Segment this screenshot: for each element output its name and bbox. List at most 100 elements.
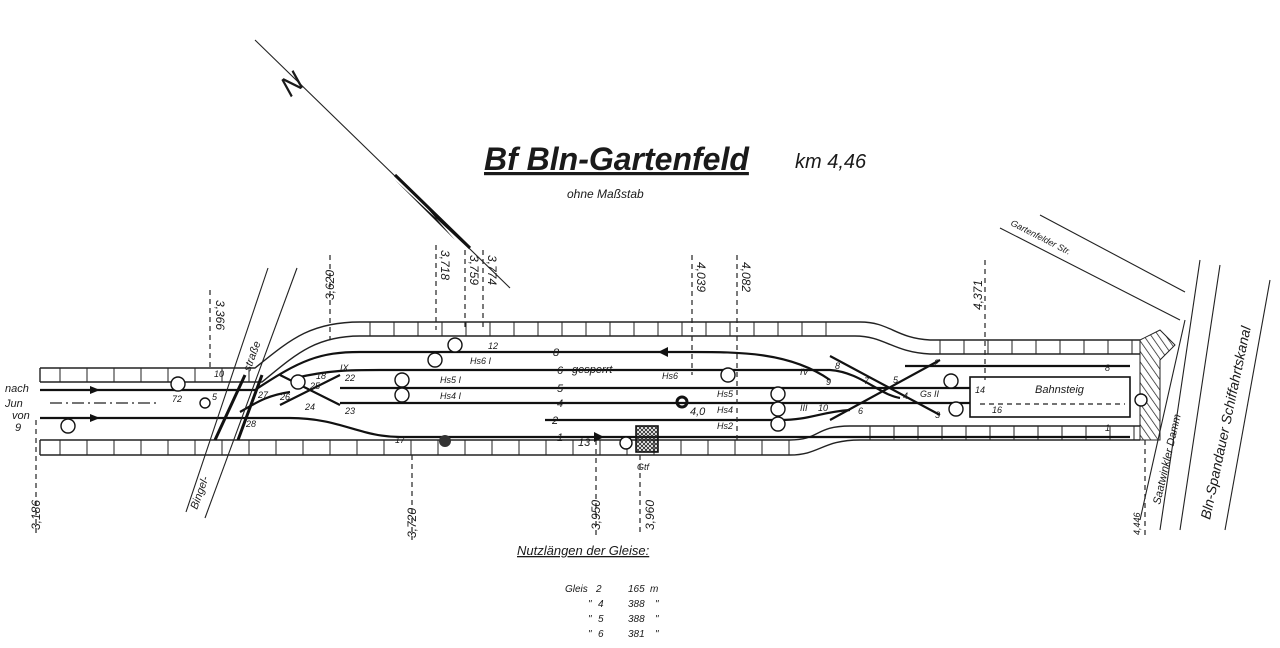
signal-icon: [1134, 393, 1148, 407]
km-3960: 3,960: [643, 500, 657, 530]
track-1: 1: [557, 432, 563, 444]
label-ix: IX: [340, 363, 350, 373]
label-22: 22: [344, 373, 355, 383]
label-nach: nach: [5, 383, 29, 395]
signal-icon: [447, 337, 463, 353]
marker-icon: [675, 395, 689, 409]
legend-track: 5: [598, 614, 604, 625]
legend-length: 165: [628, 584, 645, 595]
subtitle: ohne Maßstab: [567, 187, 644, 201]
label-jun: Jun: [4, 398, 23, 410]
label-28: 28: [245, 419, 256, 429]
page-title: Bf Bln-Gartenfeld: [484, 141, 750, 177]
label-26: 26: [279, 392, 290, 402]
km-3774: 3,774: [485, 255, 499, 285]
legend-prefix: ": [588, 614, 592, 625]
signal-icon: [770, 401, 786, 417]
label-hs4i: Hs4 I: [440, 391, 462, 401]
right-end: Bahnsteig Gartenfelder Str. Saatwinkler …: [969, 214, 1271, 531]
arrow-right-icon: [90, 414, 100, 422]
label-r9: 9: [826, 377, 831, 387]
km-4446: 4,446: [1132, 512, 1142, 535]
label-5: 5: [212, 392, 218, 402]
signal-icon: [60, 418, 76, 434]
canal-label: Bln-Spandauer Schiffahrtskanal: [1197, 324, 1254, 521]
legend-title: Nutzlängen der Gleise:: [517, 543, 650, 558]
label-r2: 2: [933, 358, 939, 368]
signal-icon: [943, 373, 959, 389]
label-r14: 14: [975, 385, 985, 395]
km-3718: 3,718: [438, 250, 452, 280]
track-gesperrt: gesperrt: [572, 364, 613, 376]
label-r8b: 8: [1105, 363, 1110, 373]
arrow-right-icon: [594, 432, 604, 442]
signal-icon: [394, 387, 410, 403]
signal-icon: [770, 386, 786, 402]
signals: [60, 337, 1148, 453]
arrow-left-icon: [658, 347, 668, 357]
label-72: 72: [172, 394, 182, 404]
signal-icon: [427, 352, 443, 368]
legend-track: 6: [598, 629, 604, 640]
signal-icon: [619, 436, 633, 450]
label-r6: 6: [858, 406, 863, 416]
label-r4: 4: [903, 391, 908, 401]
label-10: 10: [214, 369, 224, 379]
km-3366: 3,366: [213, 300, 227, 330]
label-hs6: Hs6: [662, 371, 678, 381]
label-4-0: 4,0: [690, 406, 706, 418]
km-3620: 3,620: [323, 270, 337, 300]
legend-length: 381: [628, 629, 645, 640]
signal-icon: [770, 416, 786, 432]
legend-unit: m: [650, 584, 658, 595]
label-iii: III: [800, 403, 808, 413]
signal-icon: [439, 435, 451, 447]
label-iv: IV: [800, 367, 810, 377]
label-r5: 5: [893, 375, 899, 385]
label-18: 18: [316, 371, 326, 381]
label-12: 12: [488, 341, 498, 351]
label-25: 25: [309, 381, 321, 391]
label-9: 9: [15, 422, 21, 434]
signal-icon: [720, 367, 736, 383]
north-arrow: N: [254, 39, 511, 289]
track-2: 2: [551, 415, 558, 427]
km-marker-labels: 3,186 3,366 3,620 3,720 3,718 3,759 3,77…: [29, 250, 1142, 538]
signal-icon: [948, 401, 964, 417]
arrow-left-icon: [90, 386, 100, 394]
embankment: [39, 321, 1140, 456]
signal-labels: Hs6 I Hs5 I Hs4 I Hs6 Hs5 Hs4 Hs2 12 10 …: [172, 341, 1110, 472]
track-6: 6: [557, 365, 564, 377]
km-4371: 4,371: [971, 280, 985, 310]
label-17: 17: [395, 435, 406, 445]
signal-icon: [199, 397, 211, 409]
track-8: 8: [553, 347, 560, 359]
legend-prefix: ": [588, 599, 592, 610]
km-marker-lines: [35, 245, 1146, 540]
label-gs2: Gs II: [920, 389, 940, 399]
km-3950: 3,950: [589, 500, 603, 530]
legend-length: 388: [628, 614, 645, 625]
gtf-building: [635, 425, 659, 453]
label-gtf: Gtf: [637, 462, 651, 472]
label-hs5i: Hs5 I: [440, 375, 462, 385]
label-r7: 7: [864, 376, 870, 386]
label-hs2: Hs2: [717, 421, 733, 431]
usable-lengths-legend: Nutzlängen der Gleise: Gleis 2 165 m " 4…: [517, 543, 659, 640]
label-r16: 16: [992, 405, 1002, 415]
label-r8: 8: [835, 361, 840, 371]
label-hs6i: Hs6 I: [470, 356, 492, 366]
km-3186: 3,186: [29, 500, 43, 530]
label-hs4: Hs4: [717, 405, 733, 415]
track-4: 4: [557, 398, 563, 410]
label-27: 27: [257, 390, 269, 400]
label-r10: 10: [818, 403, 828, 413]
signal-icon: [394, 372, 410, 388]
legend-unit: ": [655, 629, 659, 640]
km-3759: 3,759: [467, 255, 481, 285]
label-r1: 1: [1105, 423, 1110, 433]
embankment-ticks: [59, 322, 1135, 455]
legend-unit: ": [655, 599, 659, 610]
platform-label: Bahnsteig: [1035, 384, 1085, 396]
